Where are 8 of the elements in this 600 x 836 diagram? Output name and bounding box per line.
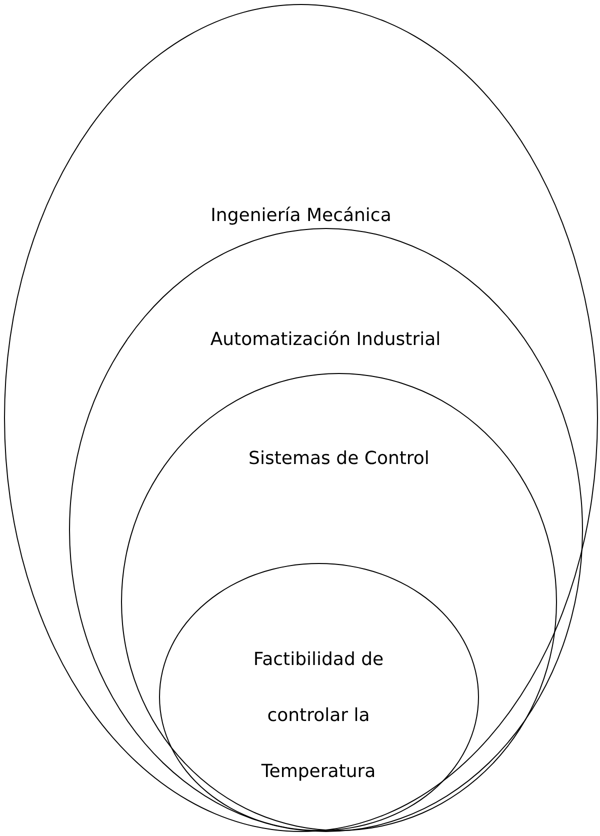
node-label: Ingeniería Mecánica	[210, 204, 392, 228]
node-label: Automatización Industrial	[209, 328, 442, 352]
ellipse	[68, 228, 582, 832]
node-label: Sistemas de Control	[248, 447, 430, 471]
ellipse	[158, 562, 478, 830]
ellipse	[4, 4, 598, 832]
node-label: Factibilidad de controlar la Temperatura	[252, 648, 385, 784]
ellipse	[121, 373, 557, 831]
